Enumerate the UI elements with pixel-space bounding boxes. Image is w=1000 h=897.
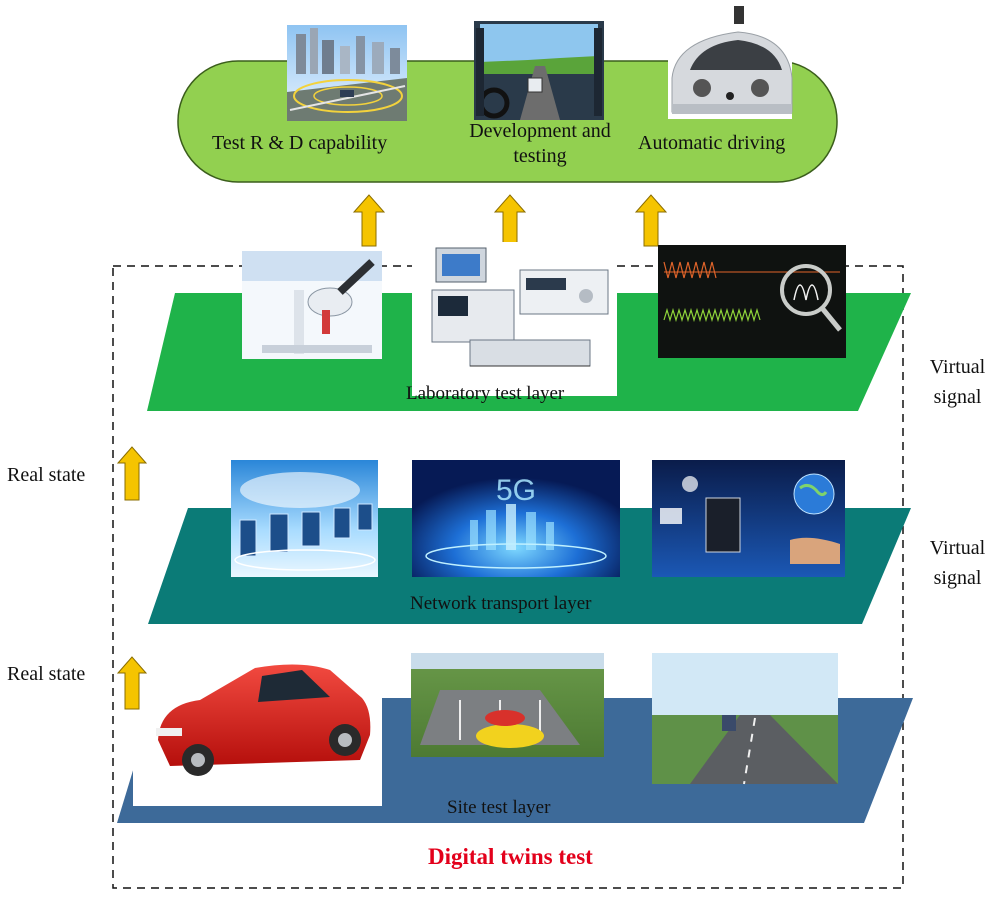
top-label-development-testing: Development and testing (445, 119, 635, 169)
red-car-image (133, 652, 382, 806)
arrow-up-icon (493, 194, 527, 247)
top-label-test-capability: Test R & D capability (212, 132, 388, 154)
5g-city-image: 5G (412, 460, 620, 577)
virtual-signal-lower-label: Virtual signal (915, 533, 1000, 593)
city-traffic-image (287, 25, 407, 121)
top-label-automatic-driving: Automatic driving (638, 132, 786, 154)
social-media-globe-image (652, 460, 845, 577)
road-sim-image (652, 653, 838, 785)
cloud-devices-image (231, 460, 378, 577)
microscope-image (242, 251, 382, 359)
virtual-signal-lower-line2: signal (933, 567, 982, 589)
oscilloscope-image (658, 245, 846, 358)
parking-lot-sim-image (411, 653, 604, 757)
top-label-development-line1: Development and (469, 120, 611, 142)
virtual-signal-upper-line2: signal (933, 386, 982, 408)
network-layer-label: Network transport layer (410, 593, 592, 614)
virtual-signal-upper-line1: Virtual (929, 356, 986, 378)
virtual-signal-lower-line1: Virtual (929, 537, 986, 559)
top-label-development-line2: testing (513, 145, 567, 167)
self-driving-car-image (668, 6, 793, 119)
arrow-up-icon (116, 656, 148, 710)
arrow-up-icon (634, 194, 668, 247)
arrow-up-icon (116, 446, 148, 501)
digital-twins-title: Digital twins test (428, 844, 593, 869)
arrow-up-icon (352, 194, 386, 247)
svg-text:5G: 5G (496, 474, 536, 507)
real-state-upper-label: Real state (7, 464, 86, 486)
laboratory-layer-label: Laboratory test layer (406, 383, 565, 404)
virtual-signal-upper-label: Virtual signal (915, 352, 1000, 412)
driving-simulator-image (474, 21, 604, 120)
real-state-lower-label: Real state (7, 663, 86, 685)
site-layer-label: Site test layer (447, 797, 551, 818)
lab-equipment-image (412, 242, 617, 396)
